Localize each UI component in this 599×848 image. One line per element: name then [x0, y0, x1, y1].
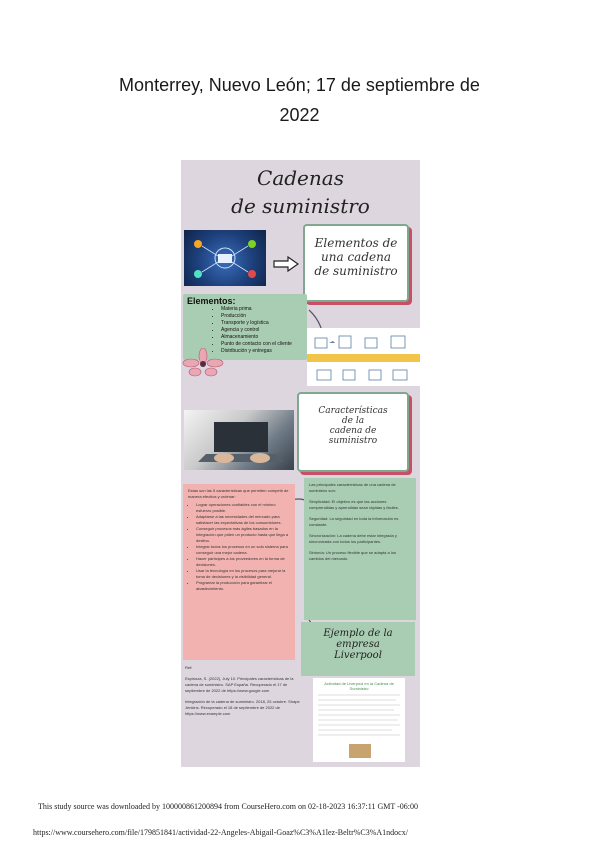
- list-item: Distribución y entregas: [221, 348, 303, 355]
- list-item: Punto de contacto con el cliente: [221, 341, 303, 348]
- laptop-hands-image: [184, 410, 294, 470]
- doc-text-lines: [318, 694, 400, 736]
- date-heading-line1: Monterrey, Nuevo León; 17 de septiembre …: [119, 75, 480, 95]
- list-item: Almacenamiento: [221, 334, 303, 341]
- download-notice: This study source was downloaded by 1000…: [38, 802, 418, 811]
- liverpool-card-line2: empresa: [336, 639, 380, 650]
- laptop-icon: [198, 422, 284, 463]
- liverpool-card-line3: Liverpool: [334, 650, 382, 661]
- list-item: Producción: [221, 313, 303, 320]
- elements-label: Elementos:: [187, 296, 236, 306]
- liverpool-example-card: Ejemplo de la empresa Liverpool: [301, 622, 415, 676]
- reference-2: Integración de la cadena de suministro. …: [185, 699, 300, 716]
- green-box-p4: Sincronización: La cadena debe estar int…: [309, 533, 397, 544]
- liverpool-doc-image: [349, 744, 371, 758]
- characteristics-list: Lograr operaciones confiables con el mín…: [188, 502, 290, 592]
- liverpool-doc-title: Actividad de Liverpool en la Cadena de S…: [324, 681, 394, 691]
- list-item: Integrar todos los procesos en un solo s…: [196, 544, 290, 556]
- green-box-p2: Simplicidad: El objetivo es que las acci…: [309, 499, 399, 510]
- list-item: Usar la tecnología en los procesos para …: [196, 568, 290, 580]
- green-box-p3: Seguridad: La seguridad en toda la infor…: [309, 516, 399, 527]
- process-icons-row: [314, 335, 406, 349]
- supply-chain-process-image: [307, 328, 420, 386]
- arrow-right-icon: [273, 256, 299, 272]
- characteristics-card-line1: Características: [318, 406, 388, 416]
- characteristics-card-line4: suministro: [328, 436, 378, 446]
- refs-label: Ref:: [185, 665, 193, 670]
- list-item: Conseguir procesos más ágiles basados en…: [196, 526, 290, 544]
- technology-image: [184, 230, 266, 286]
- list-item: Hacer partícipes a los proveedores en la…: [196, 556, 290, 568]
- source-url[interactable]: https://www.coursehero.com/file/17985184…: [33, 828, 408, 837]
- liverpool-document-thumbnail: Actividad de Liverpool en la Cadena de S…: [313, 678, 405, 762]
- flower-icon: [182, 348, 224, 377]
- list-item: Agencia y control: [221, 327, 303, 334]
- date-heading-line2: 2022: [279, 105, 320, 125]
- list-item: Materia prima: [221, 306, 303, 313]
- characteristics-list-box: Estas son las 5 características que perm…: [183, 484, 295, 660]
- list-item: Lograr operaciones confiables con el mín…: [196, 502, 290, 514]
- characteristics-title-card: Características de la cadena de suminist…: [297, 392, 409, 472]
- elements-title-card: Elementos de una cadena de suministro: [303, 224, 409, 302]
- elements-card-line1: Elementos de: [314, 236, 398, 250]
- elements-list: Materia prima Producción Transporte y lo…: [187, 306, 303, 355]
- liverpool-card-line1: Ejemplo de la: [323, 628, 393, 639]
- process-bar: [307, 354, 420, 362]
- poster-title-line2: de suministro: [231, 194, 370, 218]
- list-item: Adaptarse a las necesidades del mercado …: [196, 514, 290, 526]
- references-section: Ref: Espinoza, S. (2022), July 10. Princ…: [185, 665, 305, 765]
- poster-title-line1: Cadenas: [257, 166, 344, 190]
- network-icon: [194, 240, 256, 278]
- characteristics-card-line3: cadena de: [329, 426, 377, 436]
- list-item: Transporte y logística: [221, 320, 303, 327]
- characteristics-card-line2: de la: [341, 416, 365, 426]
- elements-card-line2: una cadena: [321, 250, 391, 264]
- green-box-p1: Las principales características de una c…: [309, 482, 396, 493]
- infographic-poster: Cadenas de suministro Elementos de una c…: [181, 160, 420, 767]
- reference-1: Espinoza, S. (2022), July 10. Principale…: [185, 676, 294, 693]
- green-box-p5: Sintonía: Un proceso flexible que se ada…: [309, 550, 396, 561]
- elements-card-line3: de suministro: [314, 264, 398, 278]
- pink-box-intro: Estas son las 5 características que perm…: [188, 488, 289, 499]
- characteristics-detail-box: Las principales características de una c…: [304, 478, 416, 620]
- process-icons-row-2: [316, 369, 408, 381]
- list-item: Programar la producción para garantizar …: [196, 580, 290, 592]
